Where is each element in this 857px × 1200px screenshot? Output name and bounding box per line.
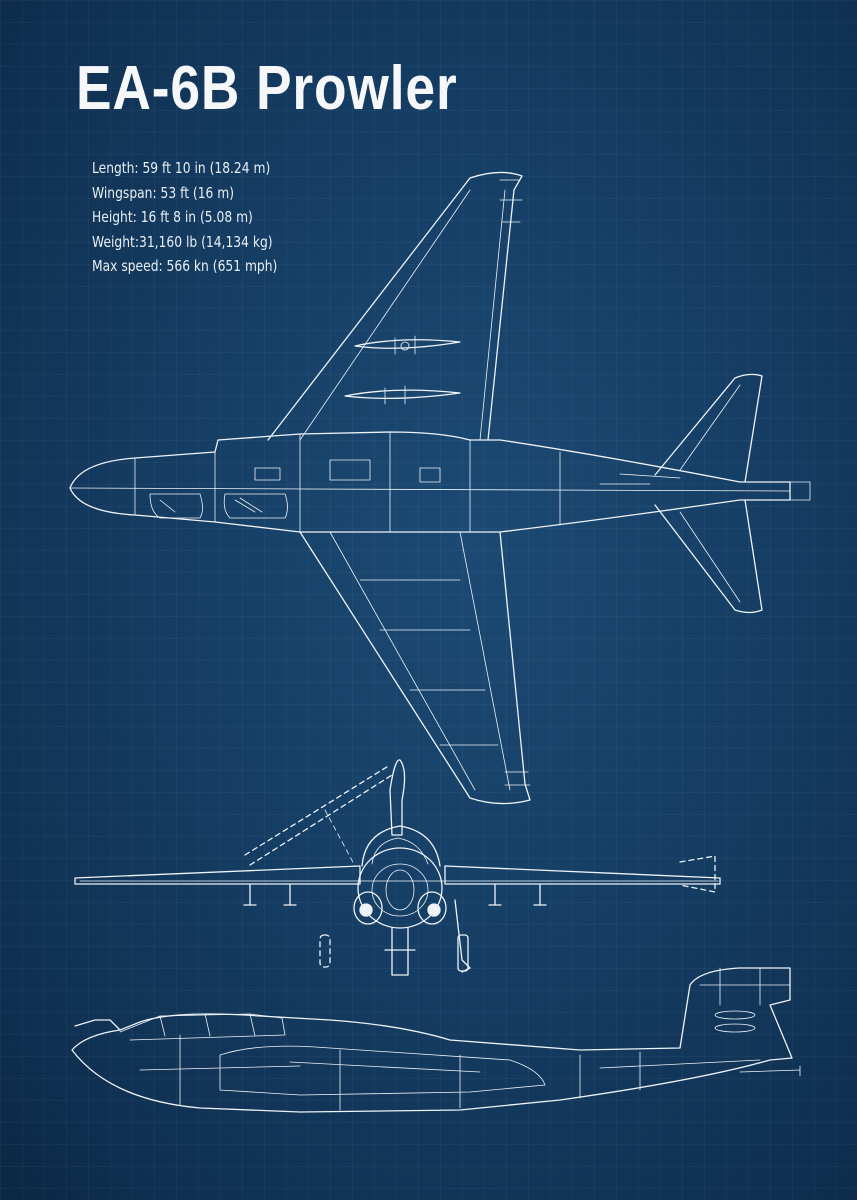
spec-wingspan: Wingspan: 53 ft (16 m) <box>92 183 235 202</box>
spec-list: Length: 59 ft 10 in (18.24 m) Wingspan: … <box>92 156 277 279</box>
spec-max-speed: Max speed: 566 kn (651 mph) <box>92 257 278 275</box>
spec-weight: Weight:31,160 lb (14,134 kg) <box>92 232 273 251</box>
spec-height: Height: 16 ft 8 in (5.08 m) <box>92 208 253 226</box>
spec-length: Length: 59 ft 10 in (18.24 m) <box>92 159 271 177</box>
page-title: EA-6B Prowler <box>76 54 458 123</box>
